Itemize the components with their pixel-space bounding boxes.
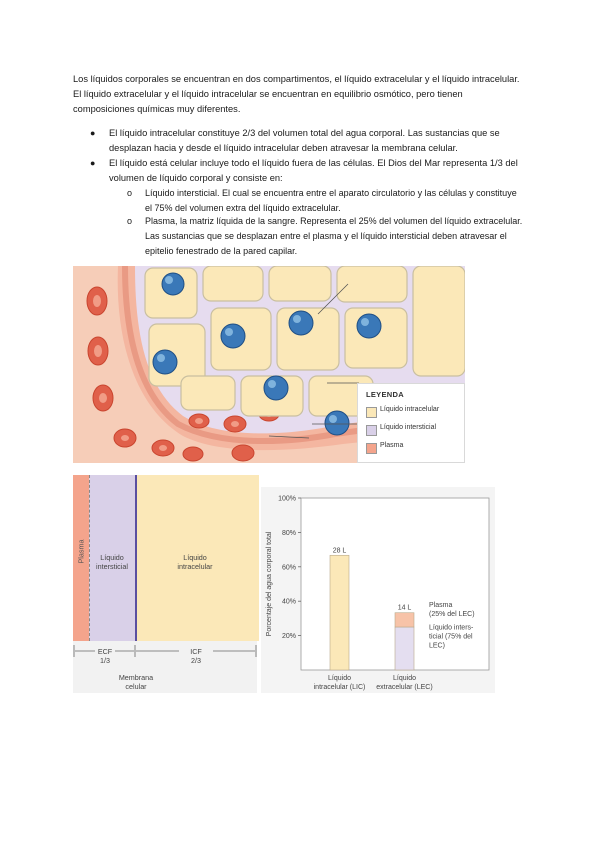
data-label: 14 L <box>398 605 412 612</box>
sub-bullet-interstitial: Líquido intersticial. El cual se encuent… <box>145 188 517 213</box>
series-annotation: (25% del LEC) <box>429 611 475 618</box>
series-annotation: LEC) <box>429 643 445 650</box>
intracellular-label: Líquido intracelular <box>177 553 213 571</box>
series-annotation: ticial (75% del <box>429 634 473 641</box>
membrane-label: Membrana celular <box>118 673 154 691</box>
legend-swatch <box>366 407 377 418</box>
y-tick-label: 100% <box>278 496 296 503</box>
icf-label: ICF <box>190 647 202 656</box>
y-tick-label: 80% <box>282 530 296 537</box>
bullet-marker: ● <box>90 158 96 168</box>
intro-paragraph: Los líquidos corporales se encuentran en… <box>73 74 520 114</box>
bar-1-series-1 <box>394 626 415 671</box>
plasma-label: Plasma <box>76 539 86 564</box>
category-label: extracelular (LEC) <box>376 684 432 691</box>
bullet-extracellular: El líquido está celular incluye todo el … <box>109 158 518 183</box>
category-label: Líquido <box>393 675 416 682</box>
brackets <box>73 645 257 657</box>
water-chart: 100% 80% 60% 40% 20% Porcentaje del agua corp… <box>261 487 495 693</box>
category-label: intracelular (LIC) <box>314 684 366 691</box>
legend-label: Líquido intracelular <box>380 406 440 413</box>
icf-fraction: 2/3 <box>191 656 201 665</box>
bar-0-series-0 <box>329 554 350 671</box>
compartment-diagram: Plasma Líquido intersticial Líquido intr… <box>73 475 259 693</box>
bullet-intracellular: El líquido intracelular constituye 2/3 d… <box>109 128 500 153</box>
y-tick-label: 20% <box>282 633 296 640</box>
legend-swatch <box>366 425 377 436</box>
legend-swatch <box>366 443 377 454</box>
legend-title: LEYENDA <box>366 390 404 399</box>
series-annotation: Líquido inters- <box>429 625 474 632</box>
ecf-fraction: 1/3 <box>100 656 110 665</box>
intracellular-compartment <box>135 475 259 641</box>
legend-label: Plasma <box>380 442 404 449</box>
y-tick-label: 60% <box>282 564 296 571</box>
plasma-compartment <box>73 475 89 641</box>
legend-label: Líquido intersticial <box>380 424 437 431</box>
sub-bullet-marker: o <box>127 188 133 198</box>
sub-bullet-plasma: Plasma, la matriz líquida de la sangre. … <box>145 216 523 256</box>
y-tick-label: 40% <box>282 599 296 606</box>
category-label: Líquido <box>328 675 351 682</box>
y-axis-label: Porcentaje del agua corporal total <box>266 531 273 636</box>
bullet-marker: ● <box>90 128 96 138</box>
series-annotation: Plasma <box>429 602 452 609</box>
ecf-label: ECF <box>97 647 113 656</box>
tissue-illustration: LEYENDA Líquido intracelular Líquido int… <box>73 266 465 463</box>
interstitial-compartment <box>89 475 135 641</box>
chart-svg: 100% 80% 60% 40% 20% Porcentaje del agua corp… <box>266 496 490 691</box>
legend: LEYENDA Líquido intracelular Líquido int… <box>357 383 465 463</box>
bar-1-series-2 <box>394 612 415 628</box>
sub-bullet-marker: o <box>127 216 133 226</box>
data-label: 28 L <box>333 547 347 554</box>
interstitial-label: Líquido intersticial <box>96 553 128 571</box>
